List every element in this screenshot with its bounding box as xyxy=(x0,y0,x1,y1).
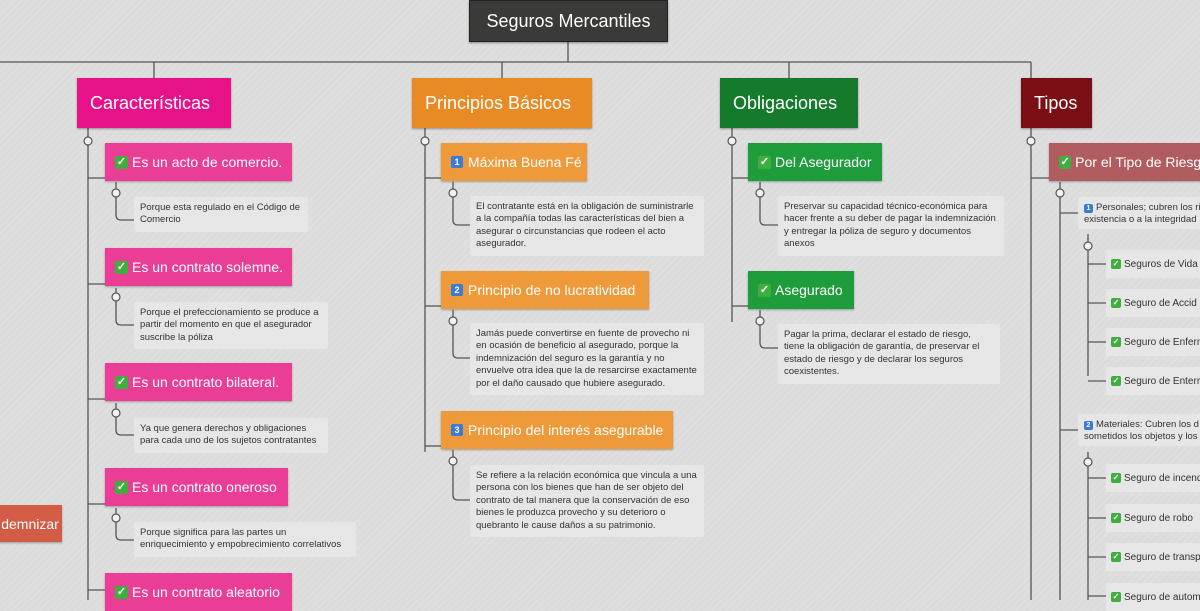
check-icon: ✓ xyxy=(1111,337,1121,347)
number-3-icon: 3 xyxy=(451,424,463,436)
check-icon: ✓ xyxy=(115,480,128,494)
personales-item-4[interactable]: ✓Seguro de Enterra xyxy=(1106,367,1200,395)
obligacion-1[interactable]: ✓ Del Asegurador xyxy=(748,143,882,181)
char-note-4[interactable]: Porque significa para las partes un enri… xyxy=(134,522,356,557)
materiales-item-3[interactable]: ✓Seguro de transp xyxy=(1106,543,1200,571)
personales-item-2-label: Seguro de Accid xyxy=(1124,297,1197,309)
root-topic[interactable]: Seguros Mercantiles xyxy=(469,0,668,42)
char-note-1[interactable]: Porque esta regulado en el Código de Com… xyxy=(134,197,308,232)
check-icon: ✓ xyxy=(115,375,128,389)
topic-principios[interactable]: Principios Básicos xyxy=(412,78,592,128)
check-icon: ✓ xyxy=(1111,552,1121,562)
principio-3-label: Principio del interés asegurable xyxy=(468,422,664,438)
principio-note-2[interactable]: Jamás puede convertirse en fuente de pro… xyxy=(470,323,704,396)
topic-caracteristicas[interactable]: Características xyxy=(77,78,231,128)
char-item-2-label: Es un contrato solemne. xyxy=(132,259,283,275)
personales-item-2[interactable]: ✓Seguro de Accid xyxy=(1106,289,1200,317)
char-item-5[interactable]: ✓ Es un contrato aleatorio xyxy=(105,573,292,611)
char-item-2[interactable]: ✓ Es un contrato solemne. xyxy=(105,248,292,286)
obligacion-2[interactable]: ✓ Asegurado xyxy=(748,271,854,309)
principio-3[interactable]: 3 Principio del interés asegurable xyxy=(441,411,673,449)
char-item-3[interactable]: ✓ Es un contrato bilateral. xyxy=(105,363,292,401)
check-icon: ✓ xyxy=(115,155,128,169)
check-icon: ✓ xyxy=(758,283,771,297)
tipo-personales-text: Personales; cubren los ri existencia o a… xyxy=(1084,202,1200,226)
char-item-1-label: Es un acto de comercio. xyxy=(132,154,283,170)
check-icon: ✓ xyxy=(1059,155,1072,169)
materiales-item-4-label: Seguro de autom xyxy=(1124,591,1200,603)
number-1-icon: 1 xyxy=(451,156,463,168)
materiales-item-2[interactable]: ✓Seguro de robo xyxy=(1106,504,1200,532)
number-1-icon: 1 xyxy=(1084,204,1093,213)
materiales-item-1[interactable]: ✓Seguro de incend xyxy=(1106,464,1200,492)
principio-note-3[interactable]: Se refiere a la relación económica que v… xyxy=(470,465,704,538)
tipo-materiales-text: Materiales: Cubren los d sometidos los o… xyxy=(1084,419,1199,443)
char-note-3[interactable]: Ya que genera derechos y obligaciones pa… xyxy=(134,418,328,453)
principio-1[interactable]: 1 Máxima Buena Fé xyxy=(441,143,587,181)
char-note-2[interactable]: Porque el prefeccionamiento se produce a… xyxy=(134,302,328,350)
obligacion-2-label: Asegurado xyxy=(775,282,843,298)
tipo-por-riesgo[interactable]: ✓Por el Tipo de Riesgo xyxy=(1049,143,1200,181)
materiales-item-1-label: Seguro de incend xyxy=(1124,472,1200,484)
materiales-item-4[interactable]: ✓Seguro de autom xyxy=(1106,583,1200,611)
check-icon: ✓ xyxy=(115,585,128,599)
topic-tipos[interactable]: Tipos xyxy=(1021,78,1092,128)
number-2-icon: 2 xyxy=(1084,421,1093,430)
left-clipped-node[interactable]: demnizar xyxy=(0,505,62,542)
personales-item-1[interactable]: ✓Seguros de Vida xyxy=(1106,250,1200,278)
check-icon: ✓ xyxy=(1111,259,1121,269)
check-icon: ✓ xyxy=(758,155,771,169)
char-item-4[interactable]: ✓ Es un contrato oneroso xyxy=(105,468,288,506)
obligacion-note-2[interactable]: Pagar la prima, declarar el estado de ri… xyxy=(778,324,1000,384)
check-icon: ✓ xyxy=(1111,376,1121,386)
principio-note-1[interactable]: El contratante está en la obligación de … xyxy=(470,196,704,256)
obligacion-1-label: Del Asegurador xyxy=(775,154,872,170)
personales-item-3-label: Seguro de Enferm xyxy=(1124,336,1200,348)
topic-obligaciones[interactable]: Obligaciones xyxy=(720,78,858,128)
check-icon: ✓ xyxy=(1111,298,1121,308)
principio-1-label: Máxima Buena Fé xyxy=(468,154,582,170)
materiales-item-3-label: Seguro de transp xyxy=(1124,551,1200,563)
char-item-1[interactable]: ✓ Es un acto de comercio. xyxy=(105,143,292,181)
materiales-item-2-label: Seguro de robo xyxy=(1124,512,1193,524)
principio-2-label: Principio de no lucratividad xyxy=(468,282,636,298)
personales-item-4-label: Seguro de Enterra xyxy=(1124,375,1200,387)
char-item-4-label: Es un contrato oneroso xyxy=(132,479,277,495)
check-icon: ✓ xyxy=(1111,513,1121,523)
tipo-por-riesgo-label: Por el Tipo de Riesgo xyxy=(1075,154,1200,170)
check-icon: ✓ xyxy=(1111,592,1121,602)
check-icon: ✓ xyxy=(115,260,128,274)
check-icon: ✓ xyxy=(1111,473,1121,483)
number-2-icon: 2 xyxy=(451,284,463,296)
char-item-5-label: Es un contrato aleatorio xyxy=(132,584,280,600)
obligacion-note-1[interactable]: Preservar su capacidad técnico-económica… xyxy=(778,196,1004,256)
char-item-3-label: Es un contrato bilateral. xyxy=(132,374,280,390)
personales-item-3[interactable]: ✓Seguro de Enferm xyxy=(1106,328,1200,356)
personales-item-1-label: Seguros de Vida xyxy=(1124,258,1198,270)
principio-2[interactable]: 2 Principio de no lucratividad xyxy=(441,271,649,309)
